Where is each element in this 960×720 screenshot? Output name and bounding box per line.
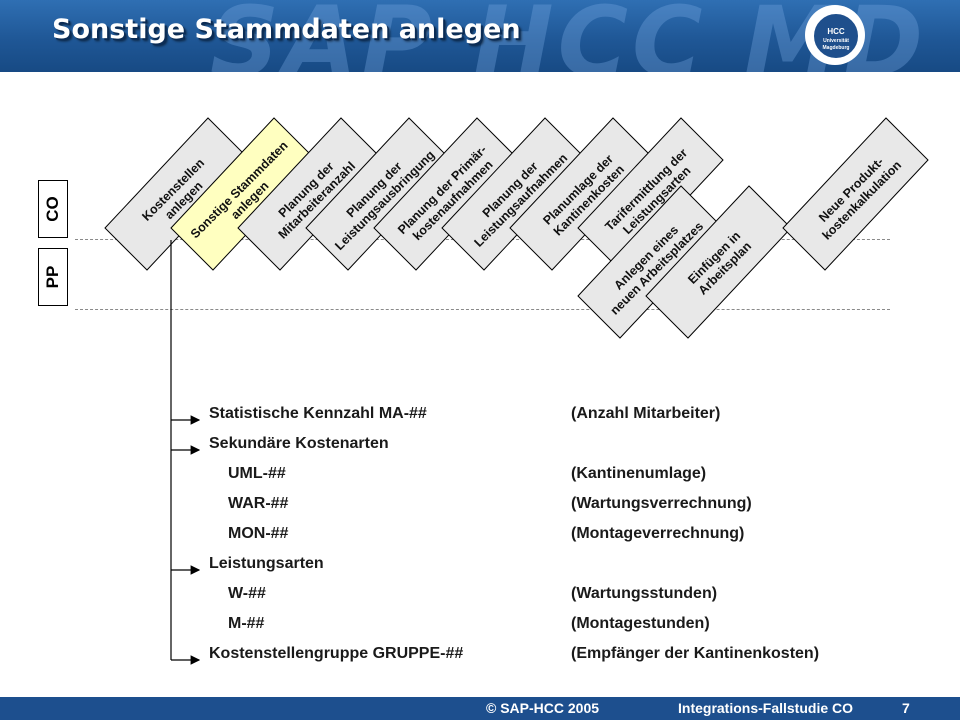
footer-bar: © SAP-HCC 2005 Integrations-Fallstudie C… <box>0 697 960 720</box>
item-label: W-## <box>228 585 266 602</box>
seal-hcc-text: HCC <box>827 27 845 36</box>
item-label: MON-## <box>228 525 289 542</box>
item-note: (Montageverrechnung) <box>571 525 745 542</box>
lane-label-co: CO <box>38 180 68 238</box>
process-step-shape <box>577 117 724 271</box>
item-note: (Empfänger der Kantinenkosten) <box>571 645 820 662</box>
process-step-11: Neue Produkt-kostenkalkulation <box>782 117 929 271</box>
item-label: Leistungsarten <box>209 555 324 572</box>
seal-line-2: Magdeburg <box>822 45 850 51</box>
item-label: WAR-## <box>228 495 289 512</box>
page-title: Sonstige Stammdaten anlegen <box>52 14 521 45</box>
item-label: Kostenstellengruppe GRUPPE-## <box>209 645 464 662</box>
header-banner: SAP HCC MD Sonstige Stammdaten anlegen H… <box>0 0 960 72</box>
item-note: (Montagestunden) <box>571 615 710 632</box>
lane-divider-pp-bottom <box>75 309 890 310</box>
university-seal-logo: HCC Universität Magdeburg <box>805 5 865 65</box>
process-step-shape <box>782 117 929 271</box>
footer-copyright: © SAP-HCC 2005 <box>486 700 600 716</box>
item-note: (Wartungsverrechnung) <box>571 495 752 512</box>
lane-label-pp: PP <box>38 248 68 306</box>
item-label: Sekundäre Kostenarten <box>209 435 389 452</box>
footer-course-title: Integrations-Fallstudie CO <box>678 700 854 716</box>
watermark-text: SAP HCC MD <box>210 0 928 72</box>
item-note: (Kantinenumlage) <box>571 465 707 482</box>
seal-center: HCC Universität Magdeburg <box>813 13 859 59</box>
item-label: UML-## <box>228 465 286 482</box>
item-label: M-## <box>228 615 265 632</box>
item-label: Statistische Kennzahl MA-## <box>209 405 427 422</box>
footer-page-number: 7 <box>902 700 910 716</box>
item-note: (Wartungsstunden) <box>571 585 718 602</box>
item-note: (Anzahl Mitarbeiter) <box>571 405 721 422</box>
seal-line-1: Universität <box>823 38 849 44</box>
